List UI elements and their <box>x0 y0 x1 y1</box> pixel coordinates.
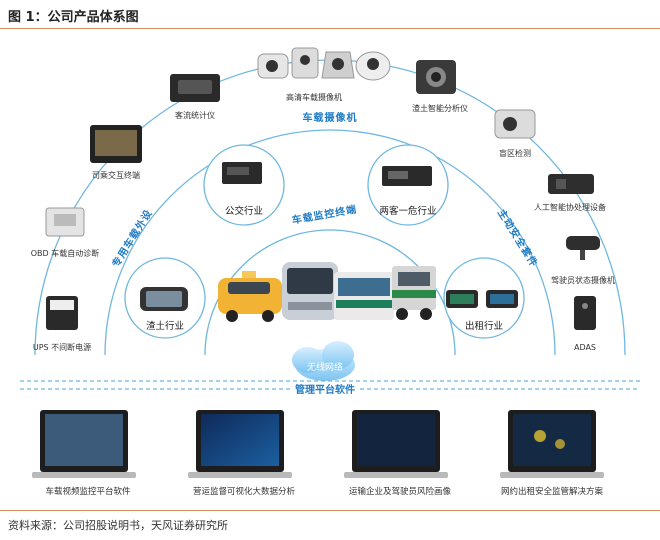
svg-text:公交行业: 公交行业 <box>225 205 263 217</box>
svg-text:营运监督可视化大数据分析: 营运监督可视化大数据分析 <box>193 486 296 497</box>
network-label: 无线网络 <box>307 361 343 373</box>
left-arc-label: 专用车载外设 <box>109 207 155 270</box>
laptop-risk-profile: 运输企业及驾驶员风险画像 <box>344 410 451 497</box>
right-arc-label: 主动安全套件 <box>495 207 541 270</box>
driver-camera-label: 驾驶员状态摄像机 <box>551 275 615 285</box>
adas-icon <box>574 296 596 330</box>
adas-label: ADAS <box>574 343 596 352</box>
bottom-rule <box>0 510 660 511</box>
figure-title: 图 1：公司产品体系图 <box>8 10 139 25</box>
obd-label: OBD 车载自动诊断 <box>31 248 100 258</box>
ai-device-icon <box>548 174 594 194</box>
coach-vehicle <box>282 262 338 320</box>
svg-text:渣土行业: 渣土行业 <box>146 320 184 332</box>
passenger-counter-label: 客流统计仪 <box>175 110 215 120</box>
bus-vehicle <box>334 272 394 320</box>
muck-industry-node: 渣土行业 <box>124 257 206 339</box>
inner-arc-label: 车载监控终端 <box>291 202 358 226</box>
laptop-video-monitoring: 车载视频监控平台软件 <box>32 410 136 497</box>
taxi-industry-node: 出租行业 <box>443 257 525 339</box>
hd-camera-icon <box>257 47 391 81</box>
svg-text:出租行业: 出租行业 <box>465 320 503 332</box>
interactive-terminal-icon <box>90 125 142 163</box>
svg-text:网约出租安全监管解决方案: 网约出租安全监管解决方案 <box>501 486 604 497</box>
passenger-counter-icon <box>170 74 220 102</box>
svg-text:车载视频监控平台软件: 车载视频监控平台软件 <box>45 486 131 497</box>
taxi-vehicle <box>218 271 282 322</box>
bus-industry-node: 公交行业 <box>203 144 285 226</box>
driver-camera-icon <box>566 236 600 260</box>
two-passenger-industry-node: 两客一危行业 <box>367 144 449 226</box>
cloud-icon <box>292 341 355 381</box>
ups-icon <box>46 296 78 330</box>
hd-camera-label: 高清车载摄像机 <box>286 92 342 102</box>
blind-spot-label: 盲区检测 <box>499 148 531 158</box>
interactive-terminal-label: 司乘交互终端 <box>92 170 140 180</box>
product-system-diagram: 车载摄像机 专用车载外设 主动安全套件 车载监控终端 高清车载摄像机 客流统计仪… <box>20 47 640 497</box>
muck-analyzer-icon <box>416 60 456 94</box>
platform-software-label: 管理平台软件 <box>295 383 355 396</box>
ups-label: UPS 不间断电源 <box>33 342 91 352</box>
laptop-big-data-visualization: 营运监督可视化大数据分析 <box>188 410 295 497</box>
vehicles-group <box>218 262 436 322</box>
source-note: 资料来源：公司招股说明书，天风证券研究所 <box>8 519 228 532</box>
svg-text:运输企业及驾驶员风险画像: 运输企业及驾驶员风险画像 <box>349 486 452 497</box>
outer-arc-label: 车载摄像机 <box>303 111 358 124</box>
blind-spot-icon <box>494 109 536 139</box>
obd-icon <box>45 207 85 237</box>
middle-arc <box>104 129 556 356</box>
top-rule <box>0 28 660 29</box>
truck-vehicle <box>392 266 436 320</box>
muck-analyzer-label: 渣土智能分析仪 <box>412 103 468 113</box>
svg-text:两客一危行业: 两客一危行业 <box>379 205 436 217</box>
laptop-taxi-supervision: 网约出租安全监管解决方案 <box>500 410 604 497</box>
ai-device-label: 人工智能协处理设备 <box>534 202 606 212</box>
